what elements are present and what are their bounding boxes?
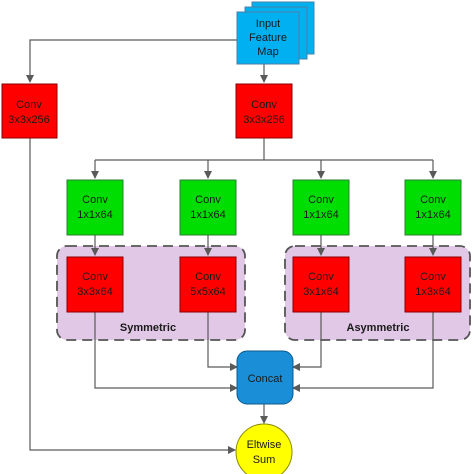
green1-line2: 1x1x64 — [77, 209, 112, 221]
sum-line2: Sum — [253, 454, 276, 466]
conv-main-node: Conv 3x3x256 — [235, 83, 293, 139]
input-line3: Map — [257, 46, 278, 58]
conv-main-line2: 3x3x256 — [243, 114, 285, 126]
edge-red2-to-concat — [207, 312, 238, 371]
edges — [26, 39, 437, 454]
conv-main-line1: Conv — [251, 99, 277, 111]
edge-input-to-conv-side — [26, 39, 237, 83]
sum-line1: Eltwise — [247, 439, 282, 451]
input-line1: Input — [256, 18, 280, 30]
input-line2: Feature — [249, 32, 287, 44]
edge-red4-to-concat — [292, 312, 434, 392]
conv-green3-node: Conv 1x1x64 — [292, 179, 350, 236]
edge-red3-to-concat — [292, 312, 322, 371]
green4-line1: Conv — [420, 194, 446, 206]
green3-line2: 1x1x64 — [303, 209, 338, 221]
red3-line2: 3x1x64 — [303, 286, 338, 298]
conv-green1-node: Conv 1x1x64 — [66, 179, 124, 236]
conv-green2-node: Conv 1x1x64 — [179, 179, 237, 236]
red4-line2: 1x3x64 — [415, 286, 450, 298]
green1-line1: Conv — [82, 194, 108, 206]
green3-line1: Conv — [308, 194, 334, 206]
input-feature-map-node: Input Feature Map — [236, 1, 315, 65]
red2-line1: Conv — [195, 271, 221, 283]
concat-node: Concat — [236, 350, 294, 405]
red2-line2: 5x5x64 — [190, 286, 225, 298]
conv-side-node: Conv 3x3x256 — [1, 83, 58, 139]
conv-side-line1: Conv — [16, 99, 42, 111]
green2-line2: 1x1x64 — [190, 209, 225, 221]
symmetric-label: Symmetric — [120, 322, 176, 334]
red4-line1: Conv — [420, 271, 446, 283]
edge-red1-to-concat — [94, 312, 238, 392]
conv-red1-node: Conv 3x3x64 — [66, 256, 124, 313]
conv-red4-node: Conv 1x3x64 — [404, 256, 462, 313]
conv-side-line2: 3x3x256 — [8, 114, 50, 126]
eltwise-sum-node: Eltwise Sum — [235, 423, 293, 474]
concat-label: Concat — [248, 373, 283, 385]
red1-line2: 3x3x64 — [77, 286, 112, 298]
red1-line1: Conv — [82, 271, 108, 283]
green4-line2: 1x1x64 — [415, 209, 450, 221]
green2-line1: Conv — [195, 194, 221, 206]
edge-conv-side-to-sum — [29, 138, 236, 454]
conv-red3-node: Conv 3x1x64 — [292, 256, 350, 313]
red3-line1: Conv — [308, 271, 334, 283]
asymmetric-label: Asymmetric — [347, 322, 410, 334]
conv-red2-node: Conv 5x5x64 — [179, 256, 237, 313]
conv-green4-node: Conv 1x1x64 — [404, 179, 462, 236]
